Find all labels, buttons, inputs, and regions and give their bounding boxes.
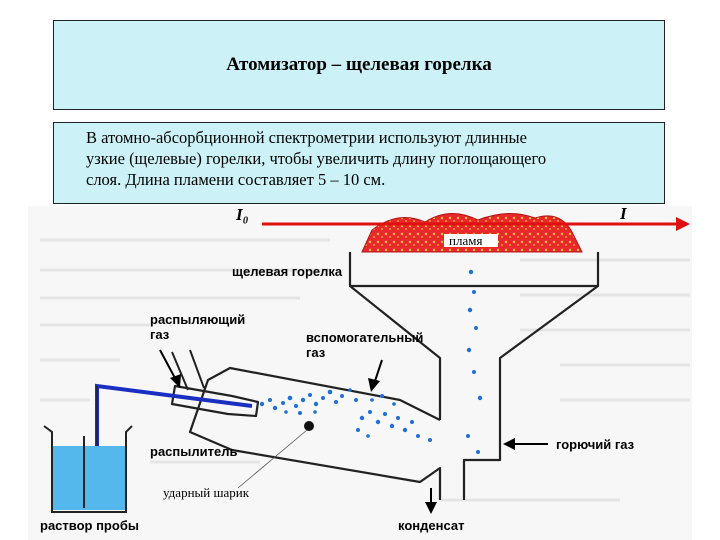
description-box: В атомно-абсорбционной спектрометрии исп… [53,122,665,204]
sample-solution [52,446,126,510]
impact-bead-pointer [237,429,308,489]
description-line-2: узкие (щелевые) горелки, чтобы увеличить… [86,149,547,168]
funnel-right [498,285,599,438]
aux-gas-label-1: вспомогательный [306,330,423,345]
nebulizer-body [170,384,260,418]
nebulizer-label: распылитель [150,444,237,459]
flame-label-bg [444,234,498,247]
flame-label: пламя [449,233,482,248]
spray-gas-label-2: газ [150,327,170,342]
fuel-gas-arrowhead [503,438,515,450]
aux-gas-label-2: газ [306,345,326,360]
impact-bead-label: ударный шарик [163,485,250,500]
title-box: Атомизатор – щелевая горелка [53,20,665,110]
scan-texture [40,238,690,502]
chamber-bottom [462,438,502,500]
condensate-label: конденсат [398,518,464,533]
condensate-arrowhead [425,502,437,514]
description-line-1: В атомно-абсорбционной спектрометрии исп… [86,128,527,147]
spray-gas-arrow [159,349,177,381]
impact-bead [304,421,314,431]
spray-gas-arrowhead [170,374,181,388]
beam-arrowhead [676,217,690,231]
fuel-gas-label: горючий газ [556,437,635,452]
beaker [43,425,133,513]
slide-title: Атомизатор – щелевая горелка [226,54,492,75]
burner-head [348,252,600,288]
spray-gas-inlet [171,349,205,391]
chamber [188,366,442,500]
sample-solution-label: раствор пробы [40,518,139,533]
aux-gas-arrowhead [368,378,380,392]
spray-gas-label-1: распыляющий [150,312,245,327]
beam-in-label: I₀ [235,205,249,224]
burner-label: щелевая горелка [232,264,343,279]
description-line-3: слоя. Длина пламени составляет 5 – 10 см… [86,170,386,189]
scan-background [28,206,692,540]
spray-droplets [259,269,483,454]
burner-body [170,252,600,500]
beam-out-label: I [619,204,628,223]
burner-diagram: пламя I₀ I [28,204,692,540]
funnel-left [349,285,442,420]
